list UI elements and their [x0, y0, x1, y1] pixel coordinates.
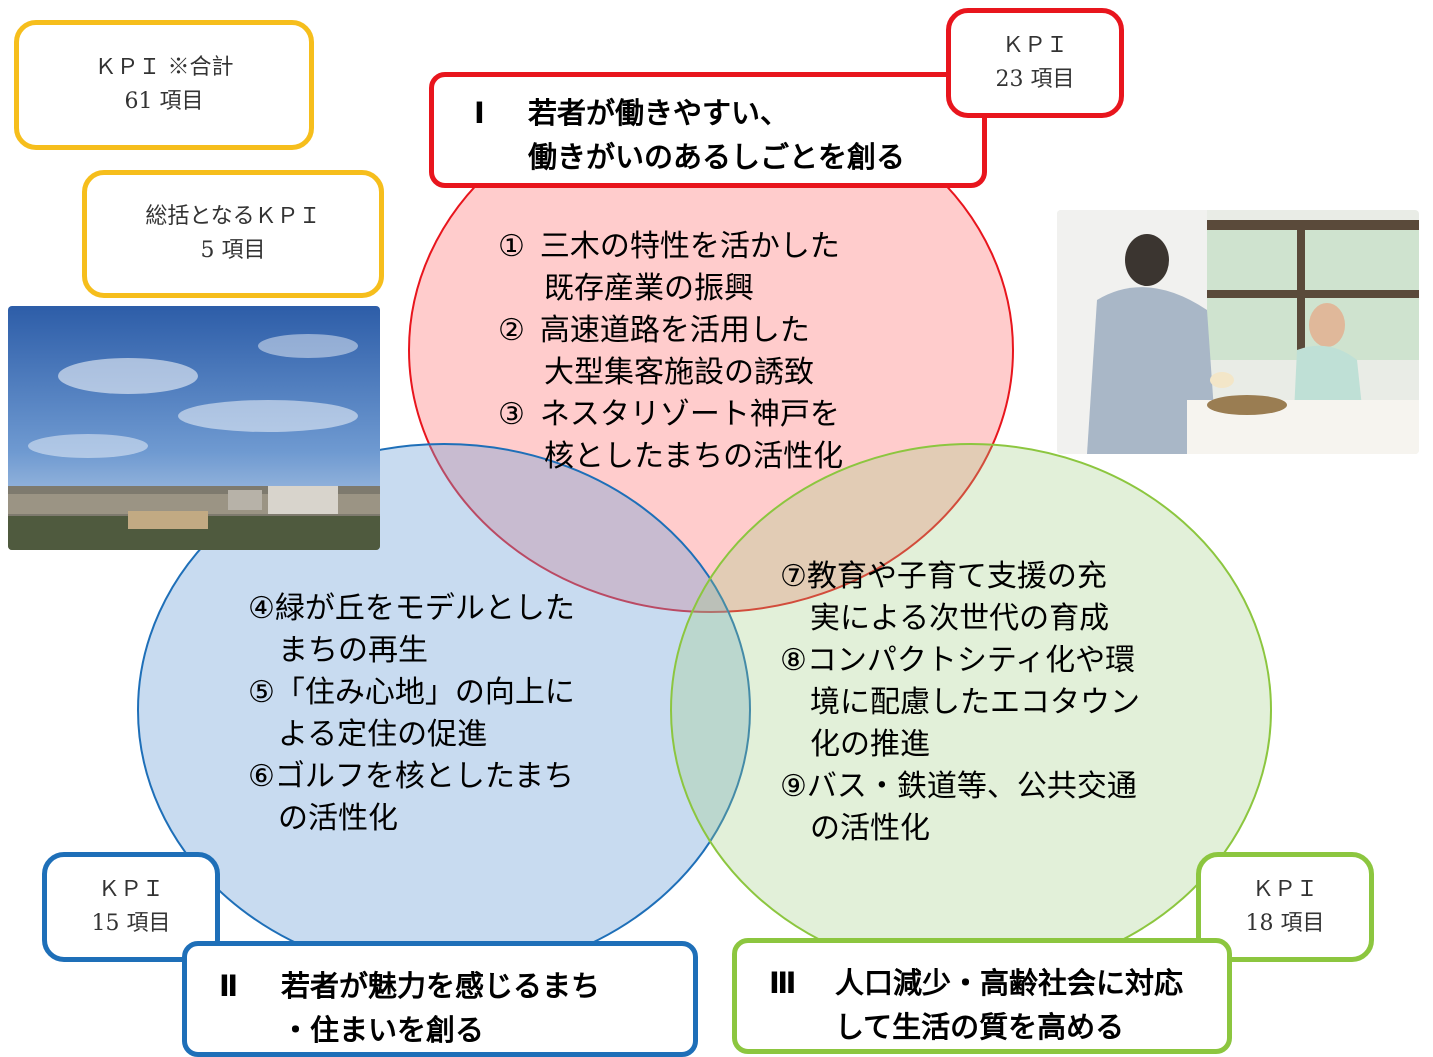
- theme3-kpi-label: ＫＰＩ: [1251, 877, 1318, 902]
- theme1-item-text: 三木の特性を活かした: [539, 229, 840, 264]
- theme2-title-box: Ⅱ 若者が魅力を感じるまち ・住まいを創る: [182, 941, 698, 1057]
- people-photo: [1057, 210, 1419, 454]
- theme3-item: ⑧コンパクトシティ化や環: [780, 643, 1136, 678]
- theme3-title-line2: して生活の質を高める: [835, 1010, 1125, 1044]
- theme2-item: ④緑が丘をモデルとした: [248, 591, 575, 626]
- summary-kpi-box: ＫＰＩ ※合計 61 項目: [14, 20, 314, 150]
- theme3-items: ⑦教育や子育て支援の充 実による次世代の育成 ⑧コンパクトシティ化や環 境に配慮…: [780, 556, 1140, 850]
- theme1-item-text: 高速道路を活用した: [539, 313, 810, 348]
- theme1-kpi-label: ＫＰＩ: [1001, 33, 1068, 58]
- overall-kpi-label: 総括となるＫＰＩ: [145, 204, 321, 229]
- theme3-item-cont: 実による次世代の育成: [810, 601, 1110, 636]
- theme1-title-line1: 若者が働きやすい、: [528, 96, 790, 130]
- theme3-item-cont: の活性化: [810, 811, 930, 846]
- theme1-item-num: ③: [498, 397, 525, 432]
- theme1-title-box: Ⅰ 若者が働きやすい、 働きがいのあるしごとを創る: [429, 72, 987, 188]
- theme3-item: ⑨バス・鉄道等、公共交通: [780, 769, 1137, 804]
- theme1-item: ③ ネスタリゾート神戸を: [498, 394, 843, 436]
- theme2-kpi-count: 15 項目: [91, 911, 171, 936]
- overall-kpi-box: 総括となるＫＰＩ 5 項目: [82, 170, 384, 298]
- theme3-title-box: Ⅲ 人口減少・高齢社会に対応 して生活の質を高める: [732, 938, 1232, 1054]
- theme1-item-text: ネスタリゾート神戸を: [539, 397, 840, 432]
- theme1-item-cont: 大型集客施設の誘致: [544, 355, 814, 390]
- theme1-title-line2: 働きがいのあるしごとを創る: [528, 140, 906, 174]
- theme2-item-cont: まちの再生: [278, 633, 428, 668]
- theme3-item-cont: 境に配慮したエコタウン: [810, 685, 1140, 720]
- theme2-title-line2: ・住まいを創る: [281, 1013, 485, 1047]
- theme2-kpi-label: ＫＰＩ: [97, 877, 164, 902]
- theme2-title-line1: 若者が魅力を感じるまち: [281, 969, 601, 1003]
- theme1-item-num: ②: [498, 313, 525, 348]
- theme1-item: ② 高速道路を活用した: [498, 310, 843, 352]
- theme3-item: ⑦教育や子育て支援の充: [780, 559, 1107, 594]
- summary-kpi-count: 61 項目: [124, 89, 204, 114]
- theme1-kpi-box: ＫＰＩ 23 項目: [946, 8, 1124, 118]
- city-landscape-photo: [8, 306, 380, 550]
- theme2-items: ④緑が丘をモデルとした まちの再生 ⑤「住み心地」の向上に よる定住の促進 ⑥ゴ…: [248, 588, 575, 840]
- theme2-item-cont: よる定住の促進: [278, 717, 488, 752]
- theme1-kpi-count: 23 項目: [995, 67, 1075, 92]
- theme3-item-cont: 化の推進: [810, 727, 930, 762]
- theme2-item: ⑥ゴルフを核としたまち: [248, 759, 574, 794]
- theme2-number: Ⅱ: [219, 969, 239, 1003]
- theme1-item-cont: 既存産業の振興: [544, 271, 754, 306]
- overall-kpi-count: 5 項目: [200, 238, 266, 263]
- theme1-items: ① 三木の特性を活かした 既存産業の振興 ② 高速道路を活用した 大型集客施設の…: [498, 226, 843, 478]
- theme1-item-num: ①: [498, 229, 525, 264]
- theme1-item: ① 三木の特性を活かした: [498, 226, 843, 268]
- theme3-kpi-count: 18 項目: [1245, 911, 1325, 936]
- theme3-number: Ⅲ: [769, 966, 797, 1000]
- summary-kpi-label: ＫＰＩ ※合計: [94, 55, 234, 80]
- theme1-item-cont: 核としたまちの活性化: [544, 439, 844, 474]
- theme3-title-line1: 人口減少・高齢社会に対応: [835, 966, 1184, 1000]
- theme2-item-cont: の活性化: [278, 801, 398, 836]
- theme1-number: Ⅰ: [474, 96, 485, 130]
- theme2-item: ⑤「住み心地」の向上に: [248, 675, 575, 710]
